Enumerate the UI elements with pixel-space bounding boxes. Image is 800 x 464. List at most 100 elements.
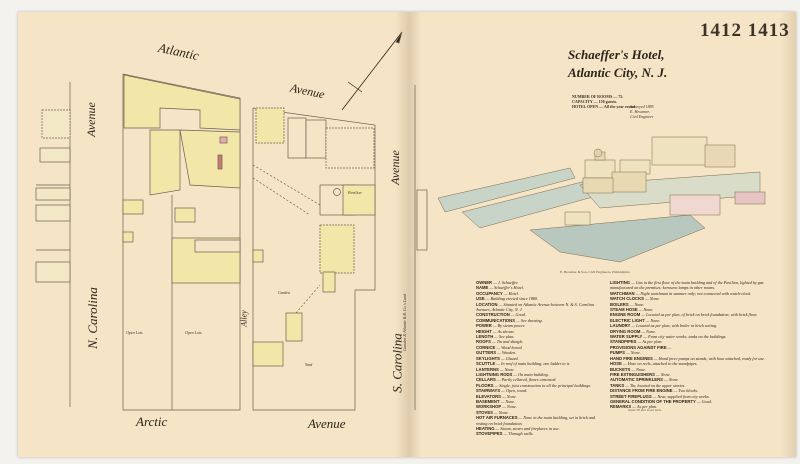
street-label-n-carolina: N. Carolina — [84, 287, 100, 349]
specification-entry: ELECTRIC LIGHT — None. — [610, 318, 782, 323]
specification-label: CORNICE — [476, 344, 496, 350]
specification-entry: OCCUPANCY — Hotel. — [476, 291, 606, 296]
survey-line: Civil Engineer — [630, 114, 654, 119]
specification-entry: STOVEPIPES — Through walls. — [476, 431, 606, 436]
garden-lawn — [437, 167, 576, 213]
specification-value: — None. — [493, 409, 509, 415]
specification-entry: STREET FIREPLUGS — Near, supplied from c… — [610, 394, 782, 399]
specification-value: — By steam power. — [492, 323, 525, 329]
specification-label: STOVEPIPES — [476, 431, 503, 437]
specification-value: — None. — [499, 366, 515, 372]
specification-label: DRYING ROOM — [610, 328, 641, 334]
specification-value: — None. — [638, 307, 654, 313]
specification-label: HAND FIRE ENGINES — [610, 355, 653, 361]
hotel-bird-eye-illustration — [437, 136, 766, 263]
building-footprint — [149, 129, 181, 196]
specification-entry: STOVES — None. — [476, 410, 606, 415]
specification-label: OCCUPANCY — [476, 290, 503, 296]
specification-entry: SKYLIGHTS — Glazed. — [476, 356, 606, 361]
specification-entry: CONSTRUCTION — Good. — [476, 312, 606, 317]
specification-value: — — [667, 344, 672, 350]
survey-line: E. Hexamer, — [630, 109, 650, 114]
specification-entry: HOT AIR FURNACES — None in the main buil… — [476, 415, 606, 426]
specification-label: CONSTRUCTION — [476, 312, 510, 318]
specification-entry: GUTTERS — Wooden. — [476, 350, 606, 355]
railroad-land-note: Camden & Atlantic R.R. Co.'s Land — [402, 293, 408, 352]
specification-entry: TANKS — Tin, located on the upper storie… — [610, 383, 782, 388]
building-footprint — [252, 341, 284, 367]
specification-label: HOSE — [610, 361, 622, 367]
specification-label: ENGINE ROOM — [610, 312, 641, 318]
specifications-right-column: LIGHTING — Gas in the first floor of the… — [610, 280, 782, 410]
specification-value: — Two blocks. — [673, 388, 699, 394]
specification-entry: WORKSHOP — None. — [476, 404, 606, 409]
specification-label: WORKSHOP — [476, 404, 502, 410]
specification-entry: LOCATION — Situated on Atlantic Avenue b… — [476, 302, 606, 313]
specification-label: AUTOMATIC SPRINKLERS — [610, 377, 663, 383]
summary-line: CAPACITY — 150 guests. — [572, 99, 618, 104]
specification-entry: NAME — Schaeffer's Hotel. — [476, 285, 606, 290]
specification-value: — Hand force pumps on stands, with hose … — [653, 355, 765, 361]
specification-label: GUTTERS — [476, 350, 497, 356]
specification-label: STAIRWAYS — [476, 388, 501, 394]
main-hotel-building — [651, 136, 708, 166]
building-footprint — [123, 74, 241, 131]
specification-label: STOVES — [476, 409, 493, 415]
specification-label: STEAM HOSE — [610, 307, 638, 313]
specification-entry: LAUNDRY — Located as per plan, with boil… — [610, 323, 782, 328]
specification-value: — Partly cellared, floors cemented. — [496, 377, 557, 383]
hotel-title: Schaeffer's Hotel, Atlantic City, N. J. — [568, 46, 667, 82]
specification-label: WATCH CLOCKS — [610, 296, 644, 302]
specification-value: — None. — [631, 366, 646, 372]
specification-entry: LIGHTING — Gas in the first floor of the… — [610, 280, 782, 291]
specification-value: — Located as per plan, of brick on brick… — [641, 312, 758, 318]
specification-entry: PROVISIONS AGAINST FIRE — — [610, 345, 782, 350]
specification-label: COMMUNICATIONS — [476, 317, 516, 323]
specification-entry: WATCH CLOCKS — None. — [610, 296, 782, 301]
specification-value: — None. — [644, 296, 660, 302]
specification-value: — Situated on Atlantic Avenue between N.… — [476, 301, 594, 313]
specification-label: ELEVATORS — [476, 393, 501, 399]
specification-value: — Hose on reels, attached to the standpi… — [622, 361, 698, 367]
specification-label: LANTERNS — [476, 366, 499, 372]
specification-entry: COMMUNICATIONS — See drawing. — [476, 318, 606, 323]
specification-label: HEIGHT — [476, 328, 492, 334]
street-label-n-carolina-avenue: Avenue — [83, 102, 98, 137]
specification-value: — Located as per plan, with boiler in br… — [631, 323, 718, 329]
specification-value: — Good. — [696, 398, 712, 404]
street-label-arctic: Arctic — [136, 414, 168, 429]
specification-entry: LANTERNS — None. — [476, 367, 606, 372]
specification-label: GENERAL CONDITION OF THE PROPERTY — [610, 398, 696, 404]
survey-line: Surveyed 1885 — [630, 104, 654, 109]
specification-label: PUMPS — [610, 350, 625, 356]
specification-value: — None. — [629, 301, 645, 307]
building-footprint — [285, 312, 303, 342]
specification-value: — Tin and shingle. — [491, 339, 524, 345]
specification-value: — Hotel. — [503, 290, 519, 296]
specification-label: POWER — [476, 323, 492, 329]
specification-label: LENGTH — [476, 334, 494, 340]
specification-label: PROVISIONS AGAINST FIRE — [610, 344, 667, 350]
specification-label: STREET FIREPLUGS — [610, 393, 652, 399]
specification-label: LIGHTING — [610, 280, 631, 285]
specification-entry: LIGHTNING RODS — On main building. — [476, 372, 606, 377]
specification-value: — None. — [500, 398, 516, 404]
specification-entry: STEAM HOSE — None. — [610, 307, 782, 312]
hotel-summary: NUMBER OF ROOMS — 75. CAPACITY — 150 gue… — [572, 94, 636, 109]
specification-entry: STAIRWAYS — Open, wood. — [476, 388, 606, 393]
lot-label: Pavilion — [348, 190, 362, 195]
specification-value: — Single, joist construction in all the … — [494, 382, 592, 388]
specification-value: — In roof of main building, one ladder t… — [496, 361, 571, 367]
building-footprint — [179, 129, 241, 189]
specification-value: — Building erected since 1880. — [485, 296, 539, 302]
specification-value: — None. — [501, 393, 517, 399]
lot-label: Garden — [278, 290, 291, 295]
street-label-alley: Alley — [239, 310, 249, 327]
brick-building — [219, 136, 228, 144]
specification-label: REMARKS — [610, 404, 632, 410]
pavilion-building — [342, 184, 376, 216]
pavilion — [669, 194, 721, 216]
building-footprint — [35, 261, 71, 283]
specification-label: FLOORS — [476, 382, 494, 388]
